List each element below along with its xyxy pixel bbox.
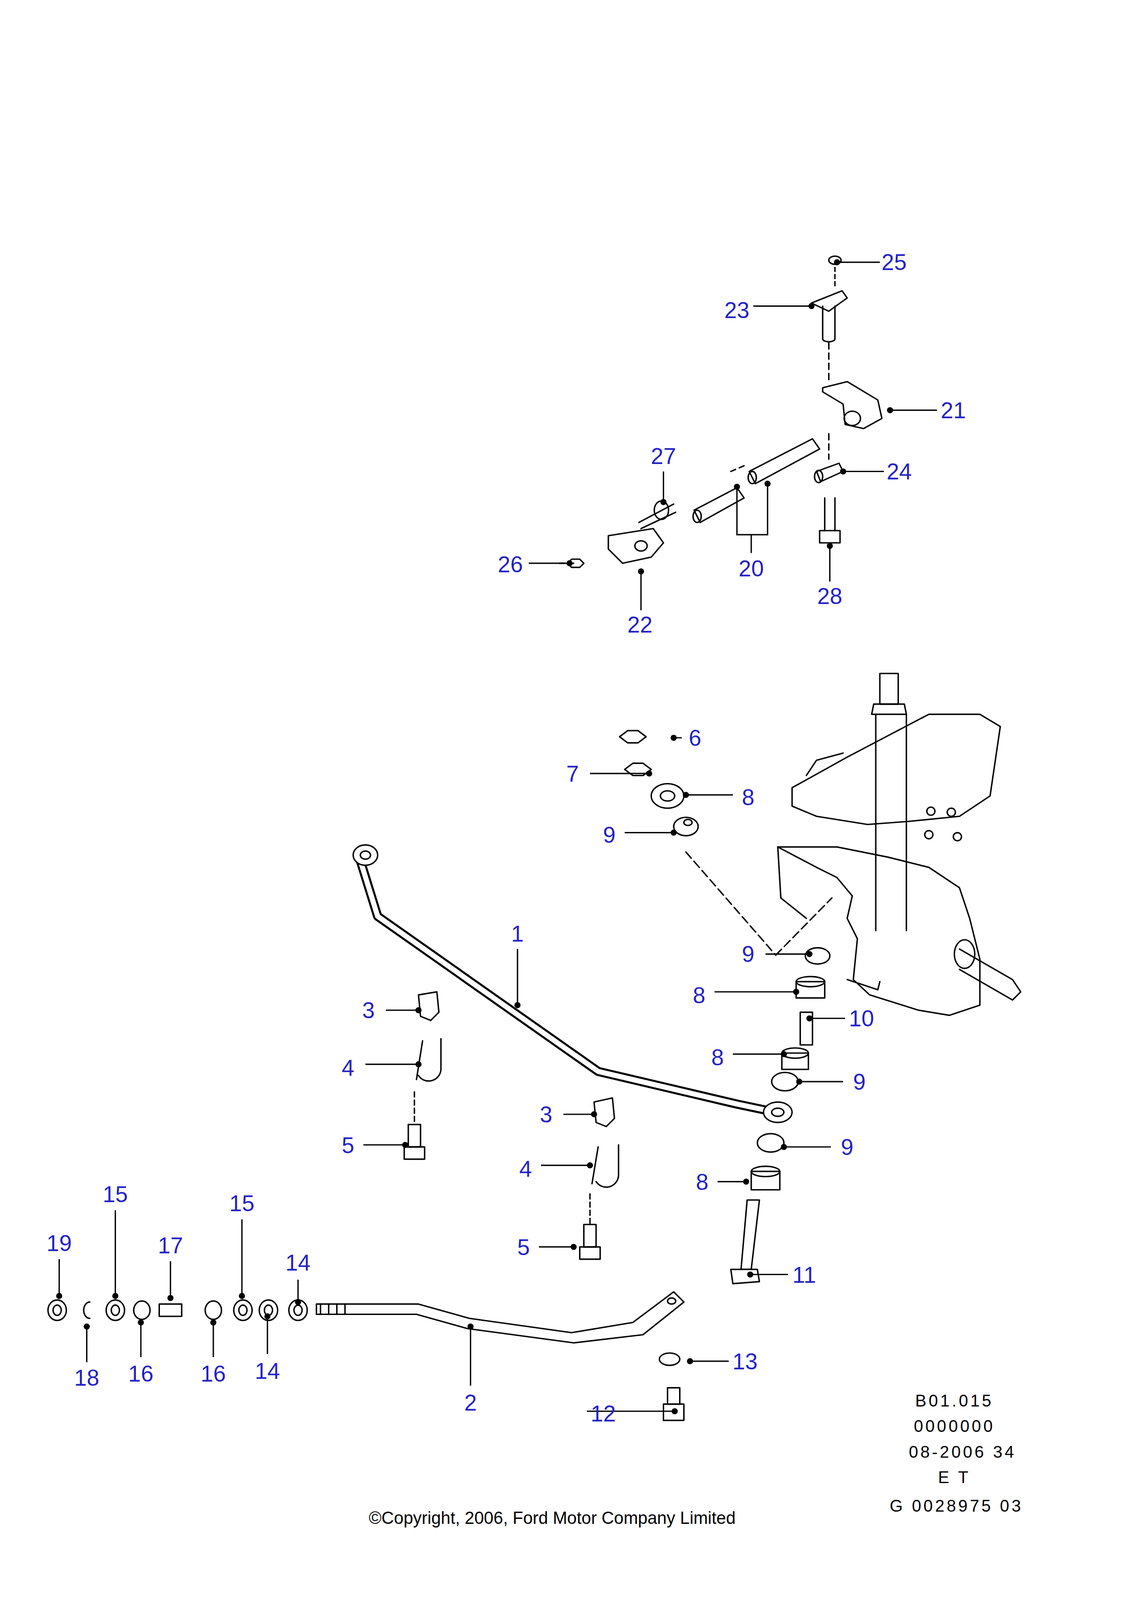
callout-number: 18 — [74, 1366, 100, 1390]
callout-number: 4 — [341, 1056, 355, 1080]
callout-number: 27 — [651, 444, 677, 468]
callout-number: 9 — [603, 823, 616, 847]
callout-number: 15 — [102, 1182, 129, 1206]
callout-number: 14 — [285, 1251, 311, 1274]
drawing-code: G 0028975 03 — [889, 1497, 1024, 1515]
callout-number: 13 — [732, 1350, 758, 1373]
callout-number: 8 — [741, 786, 755, 809]
callout-number: 14 — [254, 1359, 280, 1383]
callout-number: 25 — [881, 250, 908, 274]
callout-number: 3 — [361, 998, 375, 1022]
callout-number: 5 — [341, 1134, 355, 1157]
callout-number: 11 — [792, 1263, 816, 1287]
callout-number: 6 — [688, 726, 702, 750]
drawing-code: 0000000 — [913, 1417, 995, 1435]
callout-number: 2 — [464, 1391, 478, 1414]
callout-number: 15 — [229, 1191, 255, 1215]
callout-number: 9 — [853, 1070, 866, 1094]
callout-number: 10 — [849, 1007, 875, 1030]
drawing-code: 08-2006 34 — [908, 1442, 1017, 1460]
callout-number: 5 — [517, 1235, 531, 1259]
leader-lines — [59, 262, 938, 1412]
callout-number: 1 — [511, 922, 524, 946]
leader-dots — [56, 259, 893, 1414]
callout-number: 24 — [886, 460, 913, 483]
callout-number: 16 — [200, 1362, 227, 1385]
callout-number: 4 — [519, 1157, 532, 1181]
callout-number: 28 — [817, 584, 843, 608]
callout-number: 7 — [566, 762, 580, 786]
drawing-code: B01.015 — [915, 1392, 994, 1410]
callout-number: 22 — [627, 613, 653, 637]
callout-number: 9 — [741, 942, 755, 966]
callout-number: 8 — [711, 1046, 724, 1069]
callout-number: 19 — [46, 1231, 73, 1255]
drawing-code: E T — [938, 1468, 971, 1486]
callout-number: 26 — [497, 553, 524, 576]
callout-number: 9 — [840, 1135, 854, 1159]
copyright-note: ©Copyright, 2006, Ford Motor Company Lim… — [368, 1509, 736, 1527]
callout-number: 3 — [539, 1103, 553, 1126]
callout-number: 12 — [590, 1402, 617, 1425]
callout-number: 8 — [695, 1170, 709, 1194]
callout-number: 17 — [157, 1234, 184, 1257]
callout-number: 21 — [940, 399, 966, 422]
callout-number: 8 — [692, 984, 706, 1007]
callout-number: 23 — [724, 299, 750, 322]
callout-number: 20 — [738, 557, 764, 580]
callout-number: 16 — [128, 1362, 154, 1385]
